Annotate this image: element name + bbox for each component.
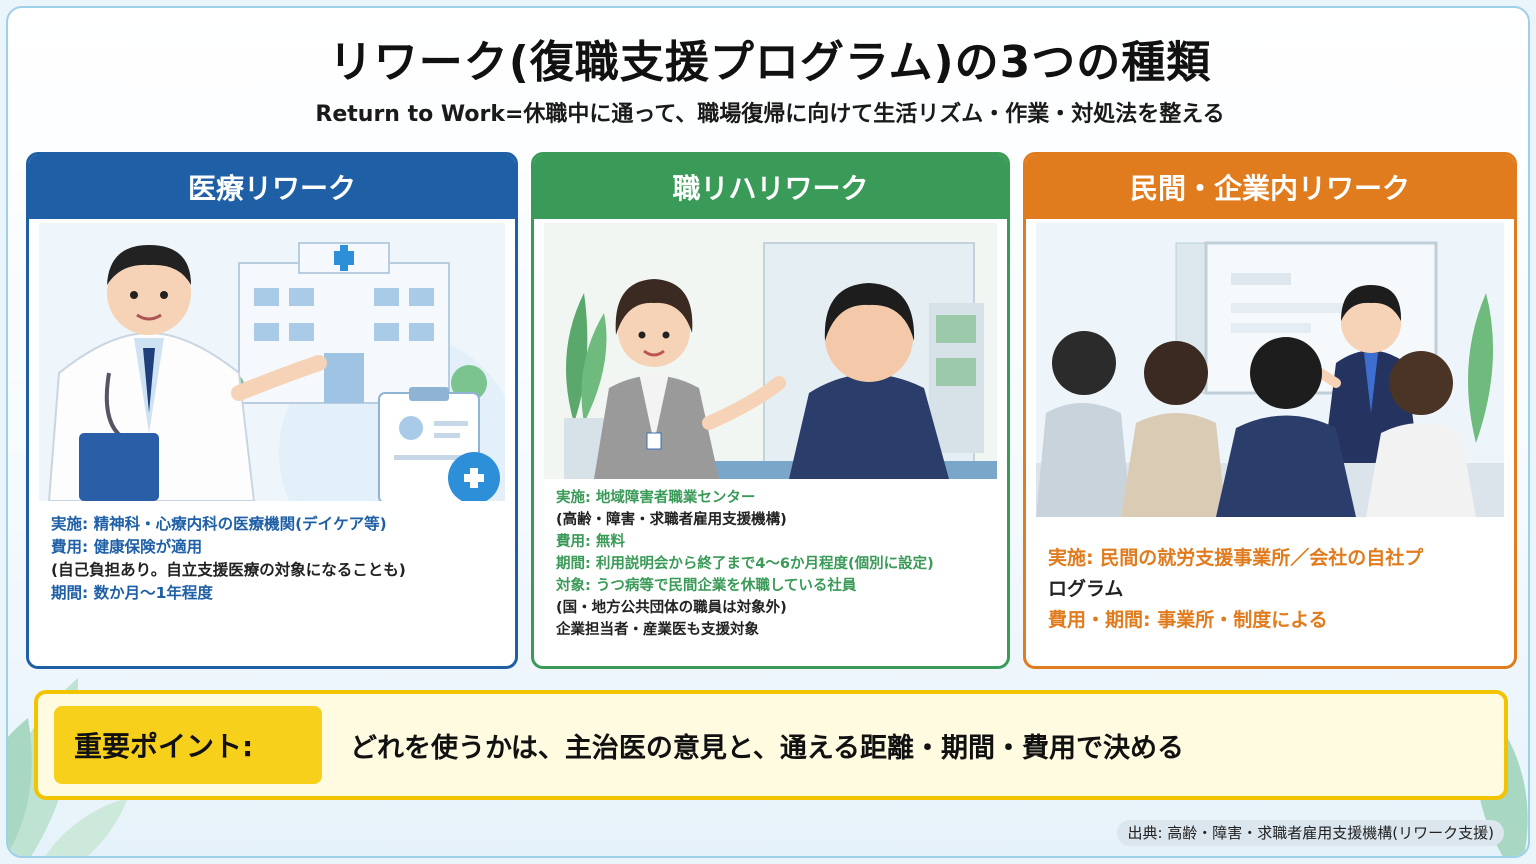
private-rework-details: 実施: 民間の就労支援事業所／会社の自社プ ログラム 費用・期間: 事業所・制度… <box>1048 543 1502 636</box>
source-citation: 出典: 高齢・障害・求職者雇用支援機構(リワーク支援) <box>1117 820 1504 846</box>
vocational-cost: 費用: 無料 <box>556 534 625 550</box>
page-frame: リワーク(復職支援プログラム)の3つの種類 Return to Work=休職中… <box>6 6 1530 858</box>
private-provider-continued: ログラム <box>1048 578 1124 600</box>
vocational-target: 対象: うつ病等で民間企業を休職している社員 <box>556 578 857 594</box>
vocational-support-scope: 企業担当者・産業医も支援対象 <box>556 622 759 638</box>
key-point-text: どれを使うかは、主治医の意見と、通える距離・期間・費用で決める <box>350 732 1185 764</box>
page-subtitle: Return to Work=休職中に通って、職場復帰に向けて生活リズム・作業・… <box>315 102 1225 127</box>
medical-duration: 期間: 数か月〜1年程度 <box>51 584 213 602</box>
key-point-banner: 重要ポイント: どれを使うかは、主治医の意見と、通える距離・期間・費用で決める <box>34 690 1508 800</box>
vocational-rework-details: 実施: 地域障害者職業センター (高齢・障害・求職者雇用支援機構) 費用: 無料… <box>556 487 995 641</box>
medical-rework-details: 実施: 精神科・心療内科の医療機関(デイケア等) 費用: 健康保険が適用 (自己… <box>51 513 503 605</box>
vocational-rework-heading: 職リハリワーク <box>534 155 1007 219</box>
vocational-duration: 期間: 利用説明会から終了まで4〜6か月程度(個別に設定) <box>556 556 934 572</box>
presentation-icon <box>1036 223 1504 517</box>
doctor-hospital-illustration <box>39 223 505 501</box>
consultation-icon <box>544 223 997 479</box>
private-cost-duration: 費用・期間: 事業所・制度による <box>1048 609 1328 631</box>
private-rework-heading: 民間・企業内リワーク <box>1026 155 1514 219</box>
medical-rework-heading: 医療リワーク <box>29 155 515 219</box>
vocational-target-exclusion: (国・地方公共団体の職員は対象外) <box>556 600 787 616</box>
vocational-provider: 実施: 地域障害者職業センター <box>556 490 756 506</box>
medical-cost-note: (自己負担あり。自立支援医療の対象になることも) <box>51 561 406 579</box>
hospital-icon <box>39 223 505 501</box>
vocational-provider-org: (高齢・障害・求職者雇用支援機構) <box>556 512 787 528</box>
seminar-illustration <box>1036 223 1504 517</box>
medical-provider: 実施: 精神科・心療内科の医療機関(デイケア等) <box>51 515 387 533</box>
medical-rework-card: 医療リワーク <box>26 152 518 669</box>
key-point-label: 重要ポイント: <box>54 706 322 784</box>
medical-cost: 費用: 健康保険が適用 <box>51 538 203 556</box>
vocational-rework-card: 職リハリワーク <box>531 152 1010 669</box>
page-title: リワーク(復職支援プログラム)の3つの種類 <box>328 37 1212 88</box>
consultation-illustration <box>544 223 997 479</box>
private-provider: 実施: 民間の就労支援事業所／会社の自社プ <box>1048 547 1424 569</box>
private-rework-card: 民間・企業内リワーク <box>1023 152 1517 669</box>
